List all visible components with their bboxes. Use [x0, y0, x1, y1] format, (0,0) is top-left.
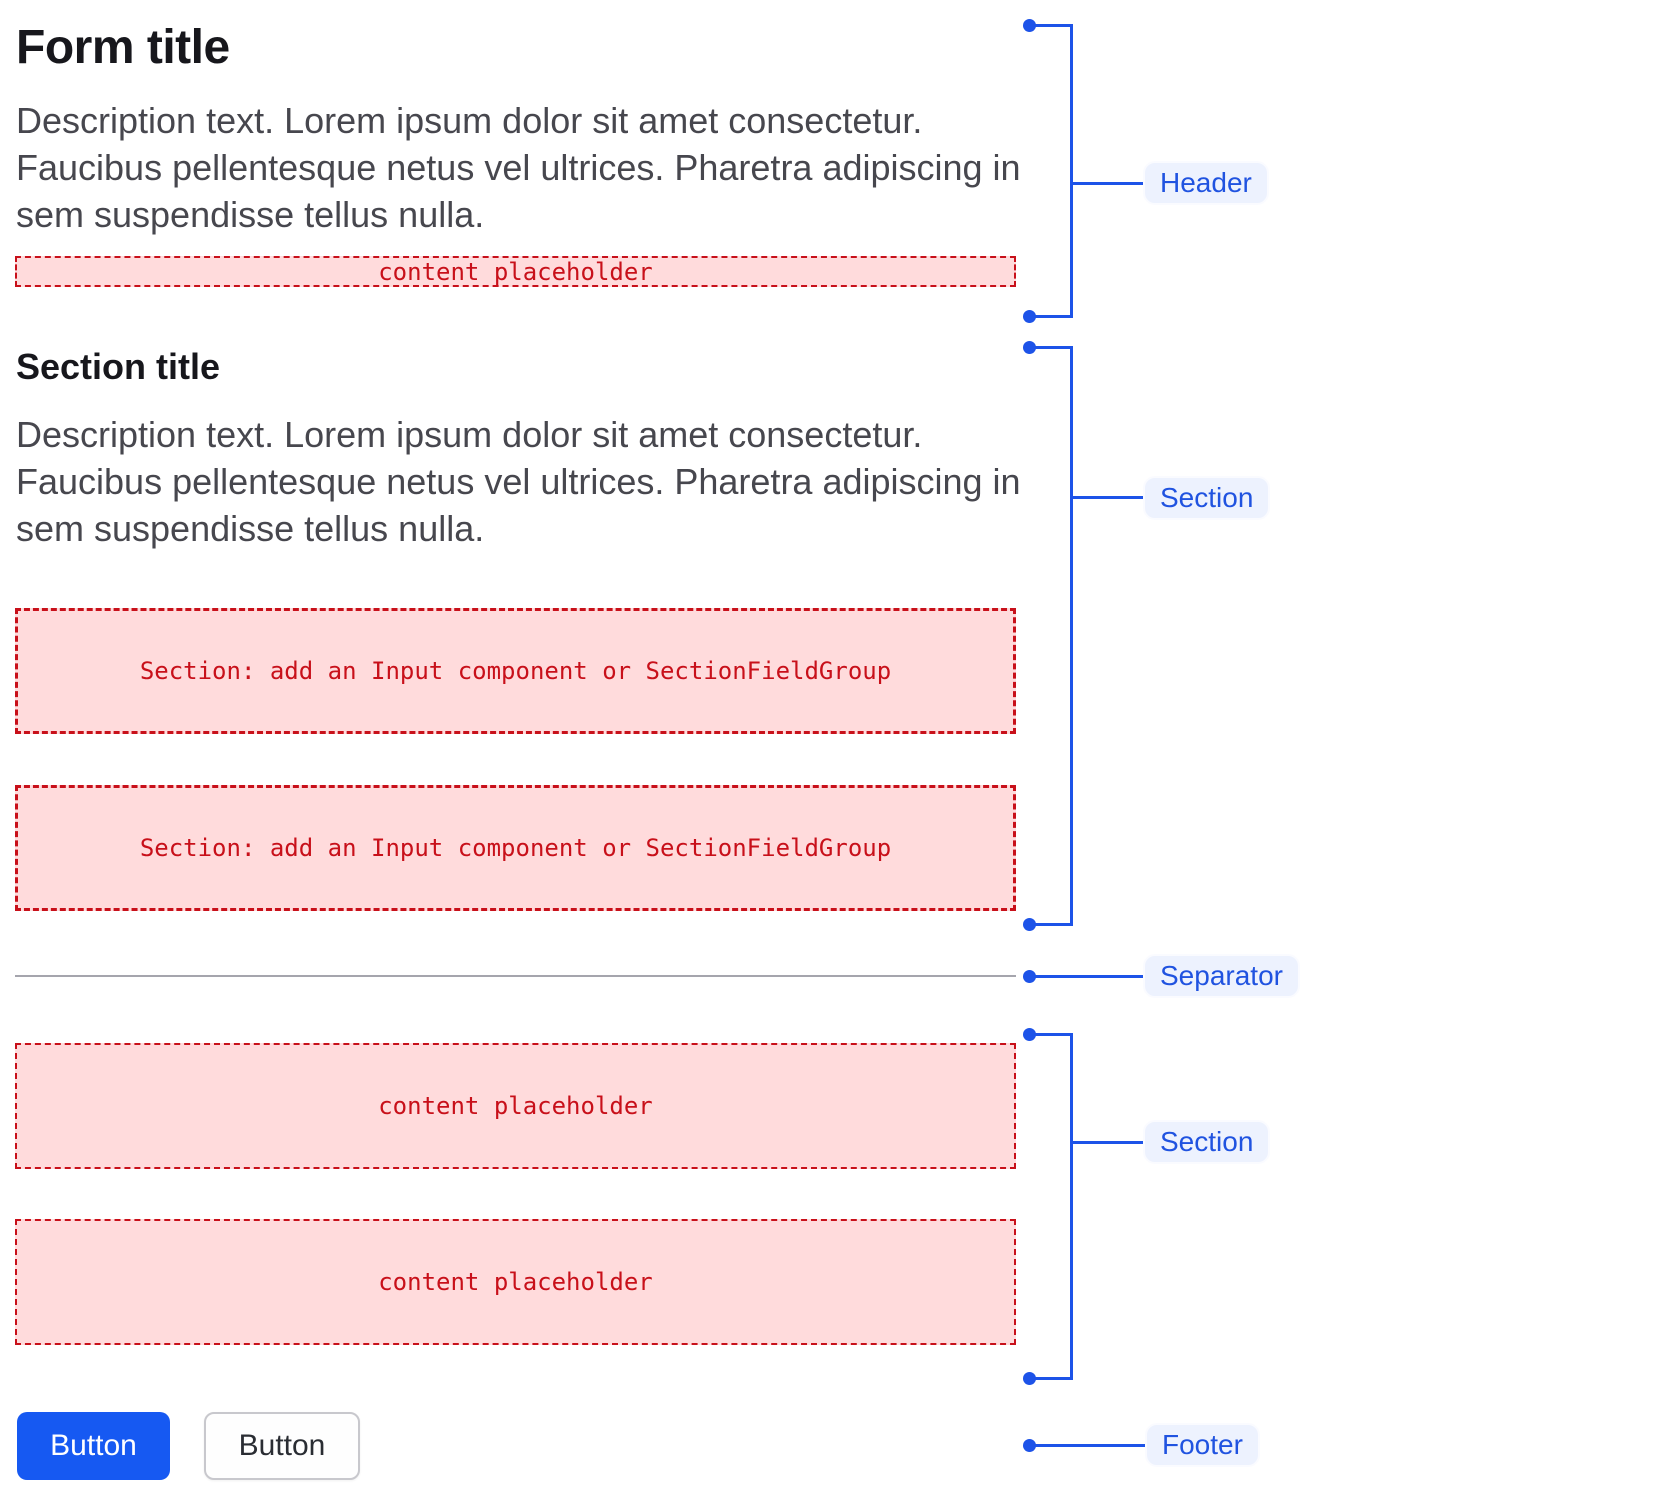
section2-bracket-vline [1070, 1033, 1073, 1380]
section2-content-placeholder-1: content placeholder [15, 1043, 1016, 1169]
footer-annotation-label: Footer [1145, 1423, 1260, 1467]
section-input-placeholder-2: Section: add an Input component or Secti… [15, 785, 1016, 911]
section2-content-placeholder-2-label: content placeholder [378, 1268, 653, 1296]
section-input-placeholder-1: Section: add an Input component or Secti… [15, 608, 1016, 734]
header-bracket-top-stub [1029, 24, 1072, 27]
section1-bracket-vline [1070, 346, 1073, 926]
section-input-placeholder-1-label: Section: add an Input component or Secti… [139, 657, 892, 685]
header-label-connector [1072, 182, 1143, 185]
section1-bracket-bottom-dot [1023, 918, 1036, 931]
header-bracket-bottom-stub [1029, 315, 1072, 318]
section-title: Section title [16, 346, 221, 387]
separator-line [15, 975, 1016, 977]
section-description-line: sem suspendisse tellus nulla. [16, 508, 485, 549]
header-annotation-label: Header [1143, 161, 1269, 205]
section1-bracket-top-stub [1029, 346, 1072, 349]
section2-annotation-label: Section [1143, 1120, 1271, 1164]
section-description-line: Description text. Lorem ipsum dolor sit … [16, 414, 923, 455]
section2-content-placeholder-2: content placeholder [15, 1219, 1016, 1345]
section2-bracket-top-stub [1029, 1033, 1072, 1036]
header-bracket-vline [1070, 24, 1073, 318]
separator-annotation-label: Separator [1143, 954, 1300, 998]
section1-annotation-label: Section [1143, 476, 1271, 520]
section2-label-connector [1072, 1141, 1143, 1144]
section-description-line: Faucibus pellentesque netus vel ultrices… [16, 461, 1021, 502]
section2-bracket-bottom-stub [1029, 1377, 1072, 1380]
separator-label-connector [1029, 975, 1143, 978]
form-description-line: Description text. Lorem ipsum dolor sit … [16, 100, 923, 141]
form-description-line: sem suspendisse tellus nulla. [16, 194, 485, 235]
header-content-placeholder: content placeholder [15, 256, 1016, 287]
section2-bracket-bottom-dot [1023, 1372, 1036, 1385]
form-description-line: Faucibus pellentesque netus vel ultrices… [16, 147, 1021, 188]
secondary-button-label: Button [238, 1429, 326, 1462]
section-description: Description text. Lorem ipsum dolor sit … [16, 411, 1021, 552]
section1-label-connector [1072, 496, 1143, 499]
primary-button[interactable]: Button [17, 1412, 170, 1480]
footer-label-connector [1029, 1444, 1145, 1447]
section1-bracket-bottom-stub [1029, 923, 1072, 926]
secondary-button[interactable]: Button [204, 1412, 360, 1480]
header-content-placeholder-label: content placeholder [378, 257, 653, 286]
section2-content-placeholder-1-label: content placeholder [378, 1092, 653, 1120]
form-title: Form title [16, 21, 230, 74]
form-description: Description text. Lorem ipsum dolor sit … [16, 97, 1021, 238]
primary-button-label: Button [50, 1429, 137, 1462]
header-bracket-bottom-dot [1023, 310, 1036, 323]
section-input-placeholder-2-label: Section: add an Input component or Secti… [139, 834, 892, 862]
